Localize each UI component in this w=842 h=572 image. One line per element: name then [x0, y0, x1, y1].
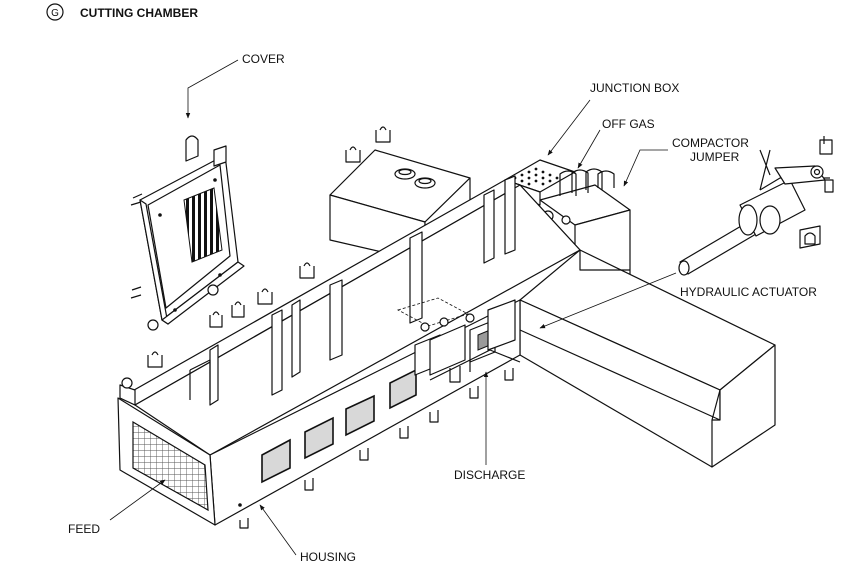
label-hydraulic-actuator: HYDRAULIC ACTUATOR: [680, 285, 817, 299]
diagram-header: G CUTTING CHAMBER: [46, 3, 198, 21]
marker-letter: G: [51, 8, 59, 19]
feed-leader: [109, 479, 166, 521]
housing-leader: [259, 504, 297, 556]
callout-labels: COVER JUNCTION BOX OFF GAS COMPACTOR JUM…: [68, 52, 817, 564]
label-jumper: JUMPER: [690, 150, 740, 164]
compactor-jumper-leader: [623, 149, 668, 187]
junction-box-leader: [547, 99, 591, 156]
discharge-mechanism: [396, 297, 521, 383]
label-feed: FEED: [68, 522, 100, 536]
label-junction-box: JUNCTION BOX: [590, 81, 679, 95]
housing: [117, 175, 581, 529]
cover-panel: [130, 135, 245, 331]
leader-lines: [109, 59, 677, 556]
label-housing: HOUSING: [300, 550, 356, 564]
label-discharge: DISCHARGE: [454, 468, 525, 482]
marker-circle: [46, 3, 64, 21]
off-gas-leader: [577, 129, 601, 169]
label-cover: COVER: [242, 52, 285, 66]
discharge-trough: [519, 249, 776, 468]
label-compactor: COMPACTOR: [672, 136, 749, 150]
diagram-title: CUTTING CHAMBER: [80, 6, 198, 20]
hydraulic-actuator: [678, 136, 834, 276]
cover-leader: [185, 59, 239, 119]
label-off-gas: OFF GAS: [602, 117, 655, 131]
hydraulic-actuator-leader: [539, 272, 677, 329]
